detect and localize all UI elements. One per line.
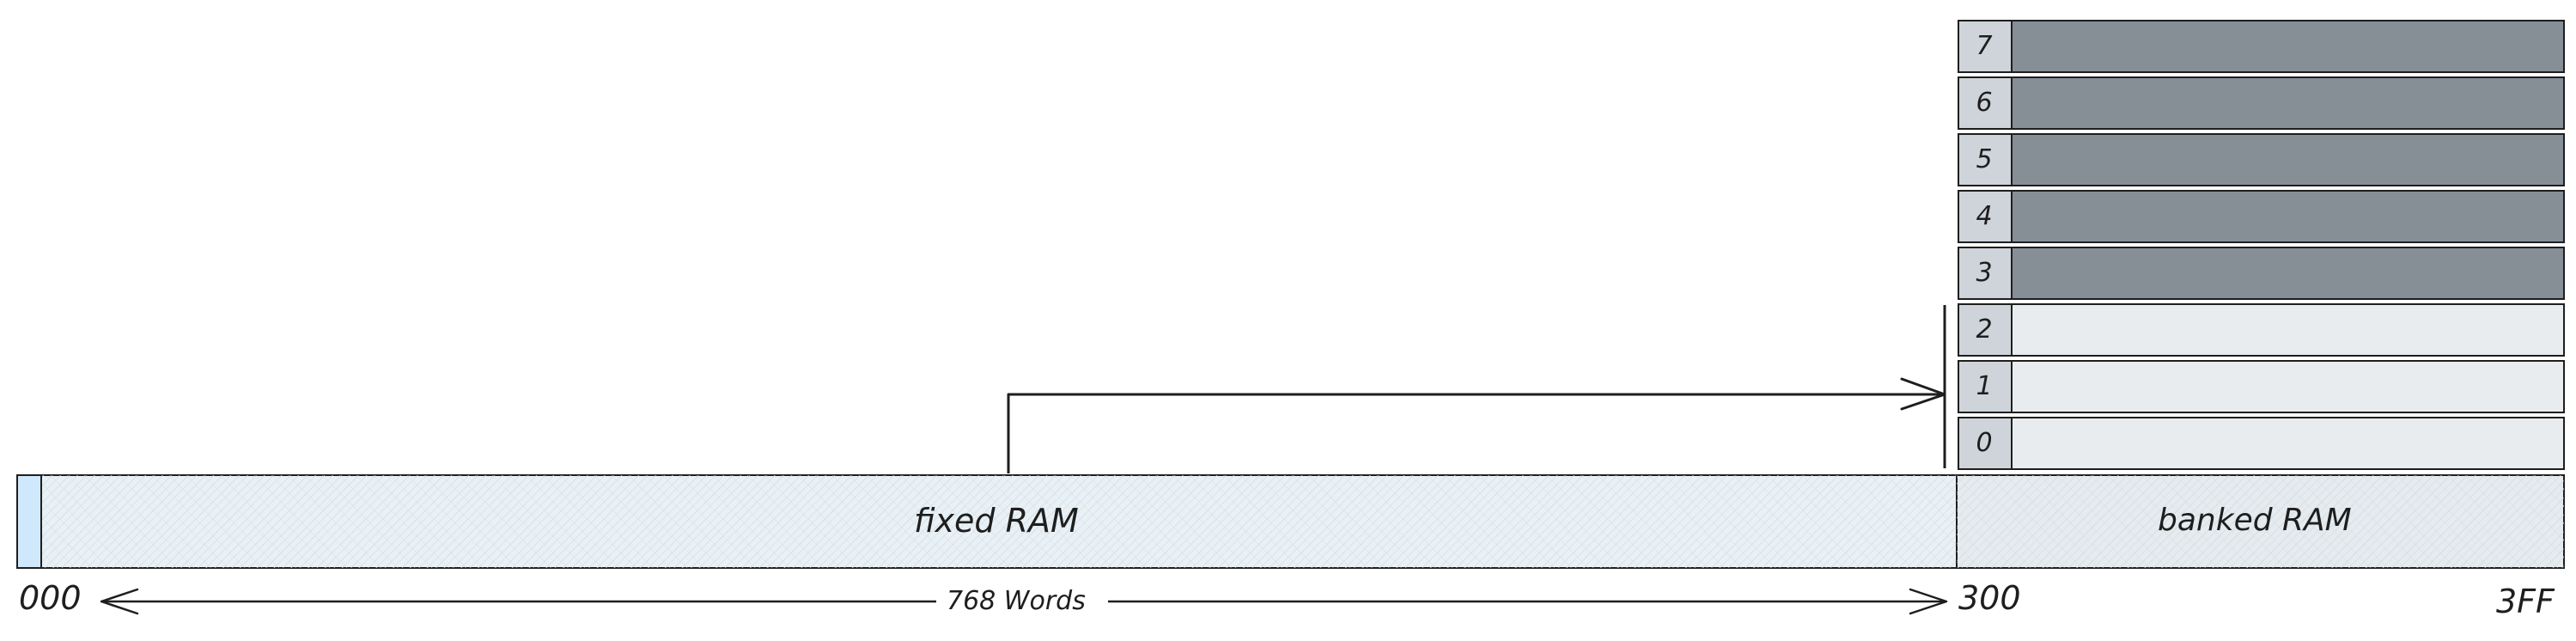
bank-window-arrow [1007, 377, 1946, 473]
span-arrow-right-head [1909, 588, 1948, 615]
bank-body-2 [1958, 303, 2565, 357]
bank-number-cell-0 [1958, 417, 2013, 470]
bank-row-7 [1958, 20, 2565, 73]
span-arrow [100, 588, 1948, 615]
bank-body-6 [1958, 76, 2565, 130]
address-start-label: 000 [19, 579, 82, 617]
bank-number-cell-7 [1958, 20, 2013, 73]
bank-body-4 [1958, 190, 2565, 243]
bank-body-0 [1958, 417, 2565, 470]
span-arrow-left-head [100, 588, 139, 615]
bank-stack [1958, 20, 2565, 470]
fixed-ram-label: fixed RAM [914, 502, 1079, 540]
bank-number-label: 6 [1976, 88, 1993, 118]
bank-number-cell-1 [1958, 360, 2013, 413]
bank-body-7 [1958, 20, 2565, 73]
bank-row-4 [1958, 190, 2565, 243]
bank-number-cell-4 [1958, 190, 2013, 243]
bank-row-1 [1958, 360, 2565, 413]
bank-row-0 [1958, 417, 2565, 470]
banked-ram-label: banked RAM [2158, 503, 2352, 538]
span-label: 768 Words [947, 586, 1086, 616]
address-bank-start-label: 300 [1958, 579, 2021, 617]
bank-number-cell-5 [1958, 133, 2013, 186]
address-end-label: 3FF [2496, 583, 2555, 620]
bank-number-label: 4 [1976, 201, 1993, 231]
bank-number-label: 3 [1976, 258, 1993, 288]
bank-number-cell-3 [1958, 247, 2013, 300]
fixed-ram-start-strip [16, 474, 42, 569]
bank-number-label: 5 [1976, 144, 1993, 174]
banked-ram-block [1956, 474, 2565, 569]
bank-number-label: 2 [1976, 314, 1993, 345]
bank-number-cell-2 [1958, 303, 2013, 357]
bank-body-1 [1958, 360, 2565, 413]
fixed-ram-block [16, 474, 1958, 569]
bank-row-3 [1958, 247, 2565, 300]
bank-body-5 [1958, 133, 2565, 186]
bank-number-label: 1 [1976, 371, 1993, 401]
bank-body-3 [1958, 247, 2565, 300]
bank-number-label: 7 [1976, 31, 1993, 61]
bank-row-5 [1958, 133, 2565, 186]
bank-number-label: 0 [1976, 428, 1993, 458]
bank-row-6 [1958, 76, 2565, 130]
bank-number-cell-6 [1958, 76, 2013, 130]
bank-row-2 [1958, 303, 2565, 357]
